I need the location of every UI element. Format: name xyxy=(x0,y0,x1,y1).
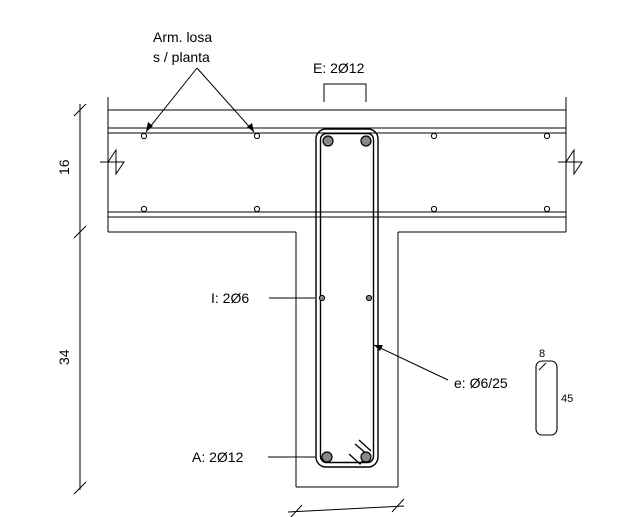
right-break-mark xyxy=(558,148,583,176)
slab-reinforcement-callout: Arm. losa s / planta xyxy=(145,29,255,133)
slab-thickness-dimension: 16 xyxy=(56,159,72,175)
slab-reinforcement-label-line1: Arm. losa xyxy=(153,29,212,45)
bottom-bars-callout: A: 2Ø12 xyxy=(192,449,316,465)
side-bars-callout: I: 2Ø6 xyxy=(211,290,315,306)
stirrups-callout: e: Ø6/25 xyxy=(373,344,508,391)
stirrup-shape-detail: 8 45 xyxy=(535,348,573,436)
left-dimension-line: 16 34 xyxy=(56,103,87,495)
slab-bar xyxy=(253,205,261,213)
slab-bar xyxy=(140,132,148,140)
slab-bar xyxy=(140,205,148,213)
bottom-bar-left xyxy=(321,451,333,463)
web-height-dimension: 34 xyxy=(56,349,72,365)
side-bar-left xyxy=(318,294,326,302)
stirrup-height-dimension: 45 xyxy=(561,393,573,405)
slab-bar xyxy=(430,205,438,213)
bottom-bars-label: A: 2Ø12 xyxy=(192,449,244,465)
slab-reinforcement-label-line2: s / planta xyxy=(153,49,210,65)
side-bar-right xyxy=(365,294,373,302)
top-bars-callout: E: 2Ø12 xyxy=(313,60,367,102)
slab-bar xyxy=(543,132,551,140)
slab-bottom-reinforcement xyxy=(108,205,566,218)
top-bar-left xyxy=(322,135,334,147)
beam-web xyxy=(295,232,399,488)
side-bars-label: I: 2Ø6 xyxy=(211,290,249,306)
longitudinal-bars xyxy=(318,135,373,463)
bottom-bar-right xyxy=(360,451,372,463)
top-bar-right xyxy=(360,135,372,147)
slab xyxy=(100,97,583,233)
left-break-mark xyxy=(100,148,125,176)
stirrups-label: e: Ø6/25 xyxy=(454,375,508,391)
top-bars-label: E: 2Ø12 xyxy=(313,60,365,76)
slab-bar xyxy=(253,132,261,140)
bottom-dimension-line xyxy=(287,498,405,517)
slab-bar xyxy=(430,132,438,140)
stirrup-hook-dimension: 8 xyxy=(539,348,545,360)
slab-bar xyxy=(543,205,551,213)
